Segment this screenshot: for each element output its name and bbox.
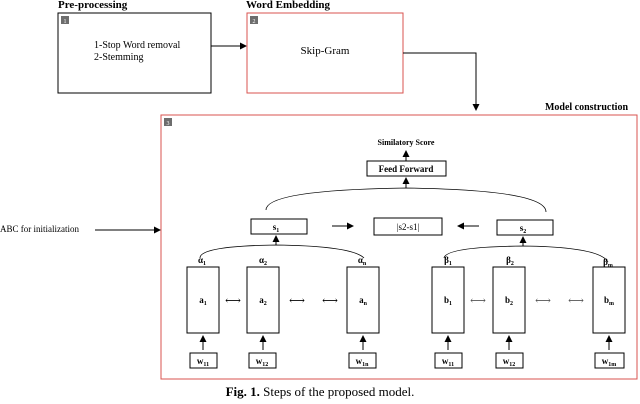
init-label: ABC for initialization bbox=[0, 224, 79, 234]
merge-bracket bbox=[265, 187, 547, 213]
bidirectional-arrow-icon: ⟷ bbox=[535, 295, 551, 307]
s2-box bbox=[496, 219, 554, 236]
s1-box bbox=[250, 218, 308, 235]
right-cell-label: b1 bbox=[444, 295, 452, 307]
s2-label: s2 bbox=[520, 223, 527, 235]
caption-text: Steps of the proposed model. bbox=[259, 384, 415, 399]
preprocessing-box bbox=[57, 12, 212, 94]
right-branch: β1 β2 βm b1 b2 bm ⟷ ⟷ ⟷ w11 w12 w1m bbox=[431, 255, 626, 369]
left-attention-weight: α2 bbox=[259, 255, 267, 267]
bidirectional-arrow-icon: ⟷ bbox=[225, 295, 241, 307]
left-attention-weight: α1 bbox=[198, 255, 206, 267]
left-input-word-box bbox=[348, 352, 377, 369]
embedding-badge-number: 2 bbox=[253, 19, 256, 25]
arrow-embedding-to-model bbox=[403, 52, 480, 111]
left-input-word: w11 bbox=[197, 356, 209, 368]
s1-label: s1 bbox=[273, 222, 280, 234]
model-box bbox=[160, 114, 638, 380]
preprocessing-badge bbox=[61, 16, 69, 24]
preprocessing-step-2: 2-Stemming bbox=[94, 52, 143, 63]
preprocessing-badge-number: 1 bbox=[64, 19, 67, 25]
left-input-word: w12 bbox=[256, 356, 269, 368]
left-input-word-box bbox=[189, 352, 218, 369]
left-attention-bracket bbox=[199, 244, 365, 259]
model-badge bbox=[164, 118, 172, 126]
embedding-badge bbox=[250, 16, 258, 24]
left-cell-label: a1 bbox=[199, 295, 207, 307]
figure-caption: Fig. 1. Steps of the proposed model. bbox=[0, 384, 640, 400]
right-input-word-box bbox=[495, 352, 524, 369]
right-encoder-cell bbox=[492, 266, 526, 334]
left-attention-weight: αn bbox=[358, 255, 367, 267]
left-cell-label: a2 bbox=[259, 295, 267, 307]
preprocessing-step-1: 1-Stop Word removal bbox=[94, 40, 180, 51]
embedding-heading: Word Embedding bbox=[246, 0, 331, 11]
right-input-word-box bbox=[594, 352, 625, 369]
skip-gram-label: Skip-Gram bbox=[301, 45, 350, 57]
model-badge-number: 3 bbox=[167, 121, 170, 127]
bidirectional-arrow-icon: ⟷ bbox=[289, 295, 305, 307]
feed-forward-label: Feed Forward bbox=[379, 164, 434, 174]
left-input-word-box bbox=[248, 352, 277, 369]
right-attention-bracket bbox=[443, 245, 609, 263]
similarity-score-label: Similatory Score bbox=[378, 138, 435, 147]
left-cell-label: an bbox=[359, 295, 368, 307]
right-encoder-cell bbox=[431, 266, 465, 334]
right-input-word: w1m bbox=[602, 356, 617, 368]
bidirectional-arrow-icon: ⟷ bbox=[322, 295, 338, 307]
right-input-word: w11 bbox=[442, 356, 454, 368]
right-cell-label: bm bbox=[604, 295, 614, 307]
embedding-box bbox=[246, 12, 404, 94]
feed-forward-box bbox=[366, 160, 447, 177]
bidirectional-arrow-icon: ⟷ bbox=[470, 295, 486, 307]
difference-box bbox=[373, 217, 443, 236]
model-heading: Model construction bbox=[545, 102, 628, 113]
right-encoder-cell bbox=[592, 266, 626, 334]
left-encoder-cell bbox=[246, 266, 280, 334]
bidirectional-arrow-icon: ⟷ bbox=[568, 295, 584, 307]
right-input-word-box bbox=[434, 352, 463, 369]
left-branch: α1 α2 αn a1 a2 an ⟷ ⟷ ⟷ w11 w12 w1n bbox=[186, 255, 380, 369]
left-input-word: w1n bbox=[356, 356, 370, 368]
right-attention-weight: β1 bbox=[444, 255, 452, 267]
right-attention-weight: βm bbox=[603, 257, 613, 269]
right-attention-weight: β2 bbox=[506, 255, 514, 267]
right-input-word: w12 bbox=[503, 356, 516, 368]
caption-label: Fig. 1. bbox=[225, 384, 260, 399]
left-encoder-cell bbox=[346, 266, 380, 334]
left-encoder-cell bbox=[186, 266, 220, 334]
preprocessing-heading: Pre-processing bbox=[58, 0, 128, 11]
difference-label: |s2-s1| bbox=[397, 222, 420, 232]
right-cell-label: b2 bbox=[505, 295, 513, 307]
